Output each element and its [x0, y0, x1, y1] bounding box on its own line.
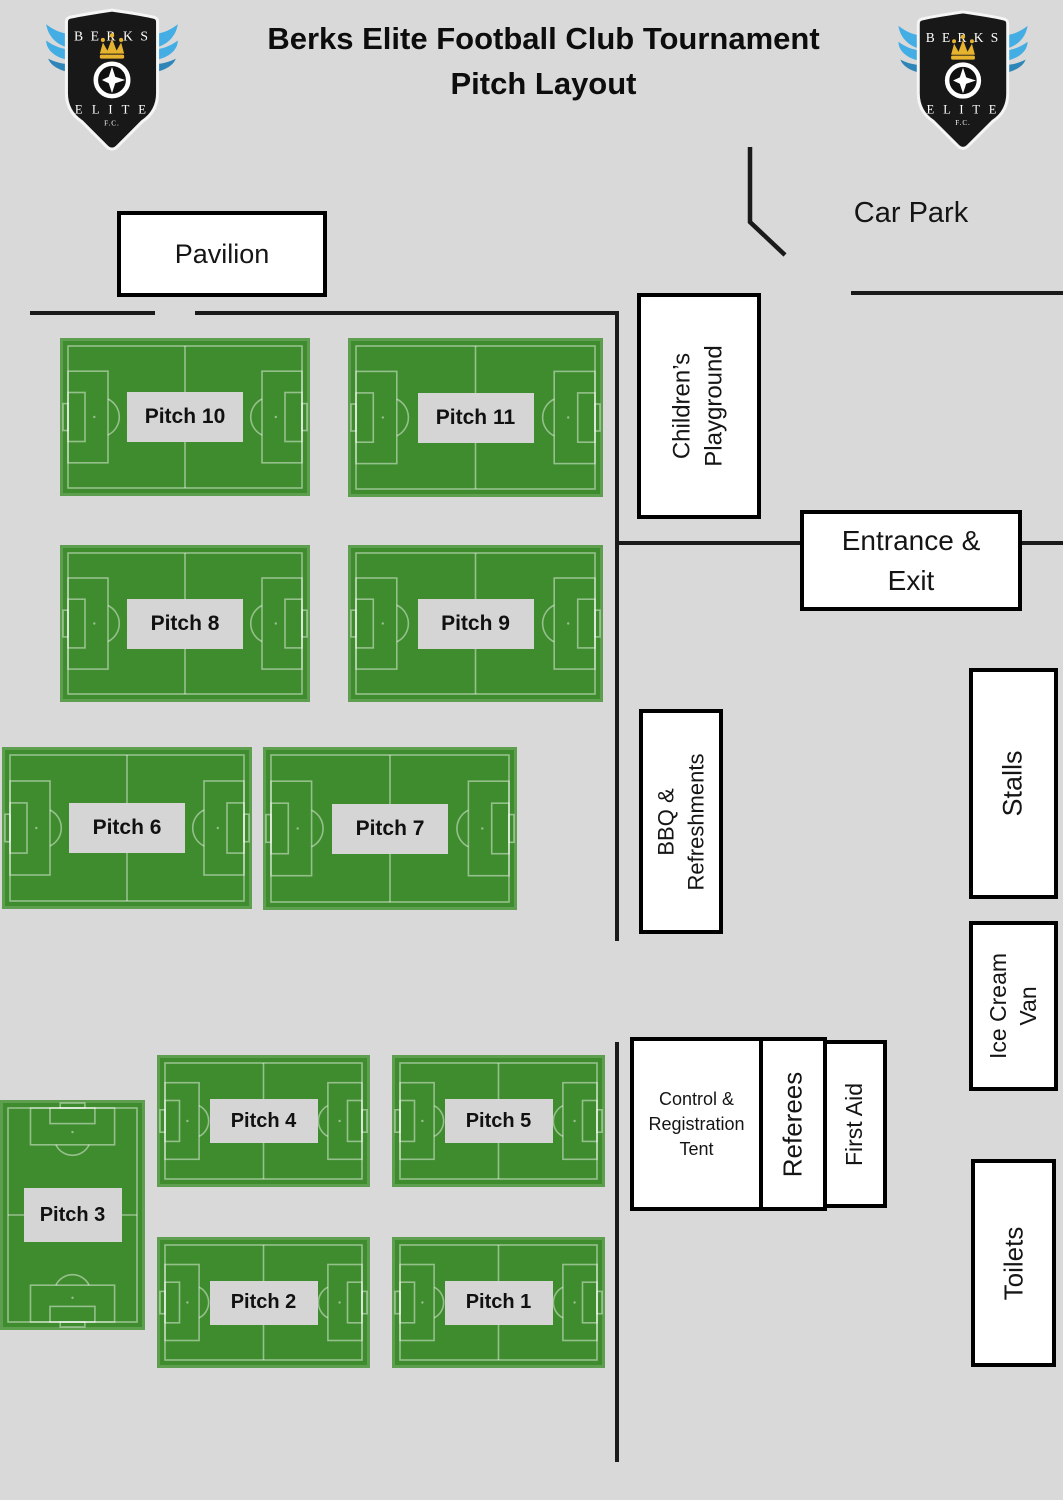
pitch-markings	[4, 754, 250, 902]
club-crest-left: B E R K S E L I T E F.C.	[46, 4, 178, 164]
crest-club-fc: F.C.	[104, 120, 120, 128]
crest-crown	[99, 33, 125, 59]
pitch-markings	[350, 345, 601, 490]
area-toilets: Toilets	[971, 1159, 1056, 1367]
pitch-9-label: Pitch 9	[417, 598, 534, 649]
pitch-5-label: Pitch 5	[444, 1099, 553, 1143]
pitch-markings	[394, 1062, 603, 1180]
area-referees: Referees	[759, 1037, 827, 1211]
pitch-8-label: Pitch 8	[127, 598, 243, 649]
area-childrens-playground: Children’s Playground	[637, 293, 761, 519]
boundary-line-top-right	[195, 311, 619, 315]
childrens-playground-label: Children’s Playground	[669, 345, 729, 467]
entrance-line-right	[1020, 541, 1063, 545]
entrance-exit-label: Entrance & Exit	[841, 524, 981, 596]
pitch-markings	[394, 1244, 603, 1361]
page-title-line1: Berks Elite Football Club Tournament	[267, 21, 820, 56]
area-stalls: Stalls	[969, 668, 1058, 899]
pitch-4: Pitch 4	[157, 1055, 370, 1187]
area-control-registration-tent: Control & Registration Tent	[630, 1037, 763, 1211]
area-entrance-exit: Entrance & Exit	[800, 510, 1022, 611]
car-park-label: Car Park	[853, 196, 969, 229]
ice-cream-van-label: Ice Cream Van	[985, 952, 1042, 1060]
boundary-line-top-left	[30, 311, 155, 315]
pitch-6-label: Pitch 6	[69, 803, 185, 853]
club-crest-right: B E R K S E L I T E F.C.	[898, 6, 1028, 163]
referees-label: Referees	[777, 1071, 808, 1177]
pitch-11-label: Pitch 11	[417, 392, 534, 443]
pitch-10-label: Pitch 10	[127, 392, 243, 442]
crest-club-sub: E L I T E	[927, 102, 1000, 116]
crest-crown	[951, 34, 975, 60]
crest-ball	[93, 61, 131, 99]
crest-club-sub: E L I T E	[75, 102, 149, 116]
pavilion-label: Pavilion	[174, 238, 270, 269]
pitch-3: Pitch 3	[0, 1100, 145, 1330]
pitch-1-label: Pitch 1	[444, 1280, 553, 1325]
car-park-line	[851, 291, 1063, 295]
pitch-7: Pitch 7	[263, 747, 517, 910]
control-tent-label: Control & Registration Tent	[648, 1088, 745, 1159]
club-crest-graphic: B E R K S E L I T E F.C.	[46, 8, 178, 151]
club-crest-graphic: B E R K S E L I T E F.C.	[898, 10, 1028, 150]
toilets-label: Toilets	[997, 1226, 1028, 1300]
page-title-line2: Pitch Layout	[450, 66, 637, 101]
crest-ball	[944, 62, 982, 99]
page-title: Berks Elite Football Club Tournament Pit…	[12, 16, 1063, 106]
pitch-4-label: Pitch 4	[209, 1099, 318, 1143]
pitch-11: Pitch 11	[348, 338, 603, 497]
divider-line-lower	[615, 1042, 619, 1462]
area-ice-cream-van: Ice Cream Van	[969, 921, 1058, 1091]
pitch-10: Pitch 10	[60, 338, 310, 496]
pitch-2-label: Pitch 2	[209, 1280, 318, 1325]
stalls-label: Stalls	[998, 750, 1028, 817]
pitch-2: Pitch 2	[157, 1237, 370, 1368]
pitch-5: Pitch 5	[392, 1055, 605, 1187]
area-pavilion: Pavilion	[117, 211, 327, 297]
entrance-line-left	[619, 541, 802, 545]
divider-line-upper	[615, 311, 619, 941]
area-car-park: Car Park	[851, 195, 971, 231]
bbq-refreshments-label: BBQ & Refreshments	[653, 753, 709, 890]
pitch-1: Pitch 1	[392, 1237, 605, 1368]
pitch-9: Pitch 9	[348, 545, 603, 702]
pitch-markings	[265, 754, 515, 903]
first-aid-label: First Aid	[841, 1082, 868, 1166]
pitch-7-label: Pitch 7	[332, 803, 448, 854]
car-park-entry-line	[747, 147, 787, 257]
pitch-6: Pitch 6	[2, 747, 252, 909]
pitch-3-label: Pitch 3	[23, 1188, 122, 1242]
area-bbq-refreshments: BBQ & Refreshments	[639, 709, 723, 934]
crest-club-fc: F.C.	[955, 119, 970, 127]
area-first-aid: First Aid	[823, 1040, 887, 1208]
pitch-8: Pitch 8	[60, 545, 310, 702]
